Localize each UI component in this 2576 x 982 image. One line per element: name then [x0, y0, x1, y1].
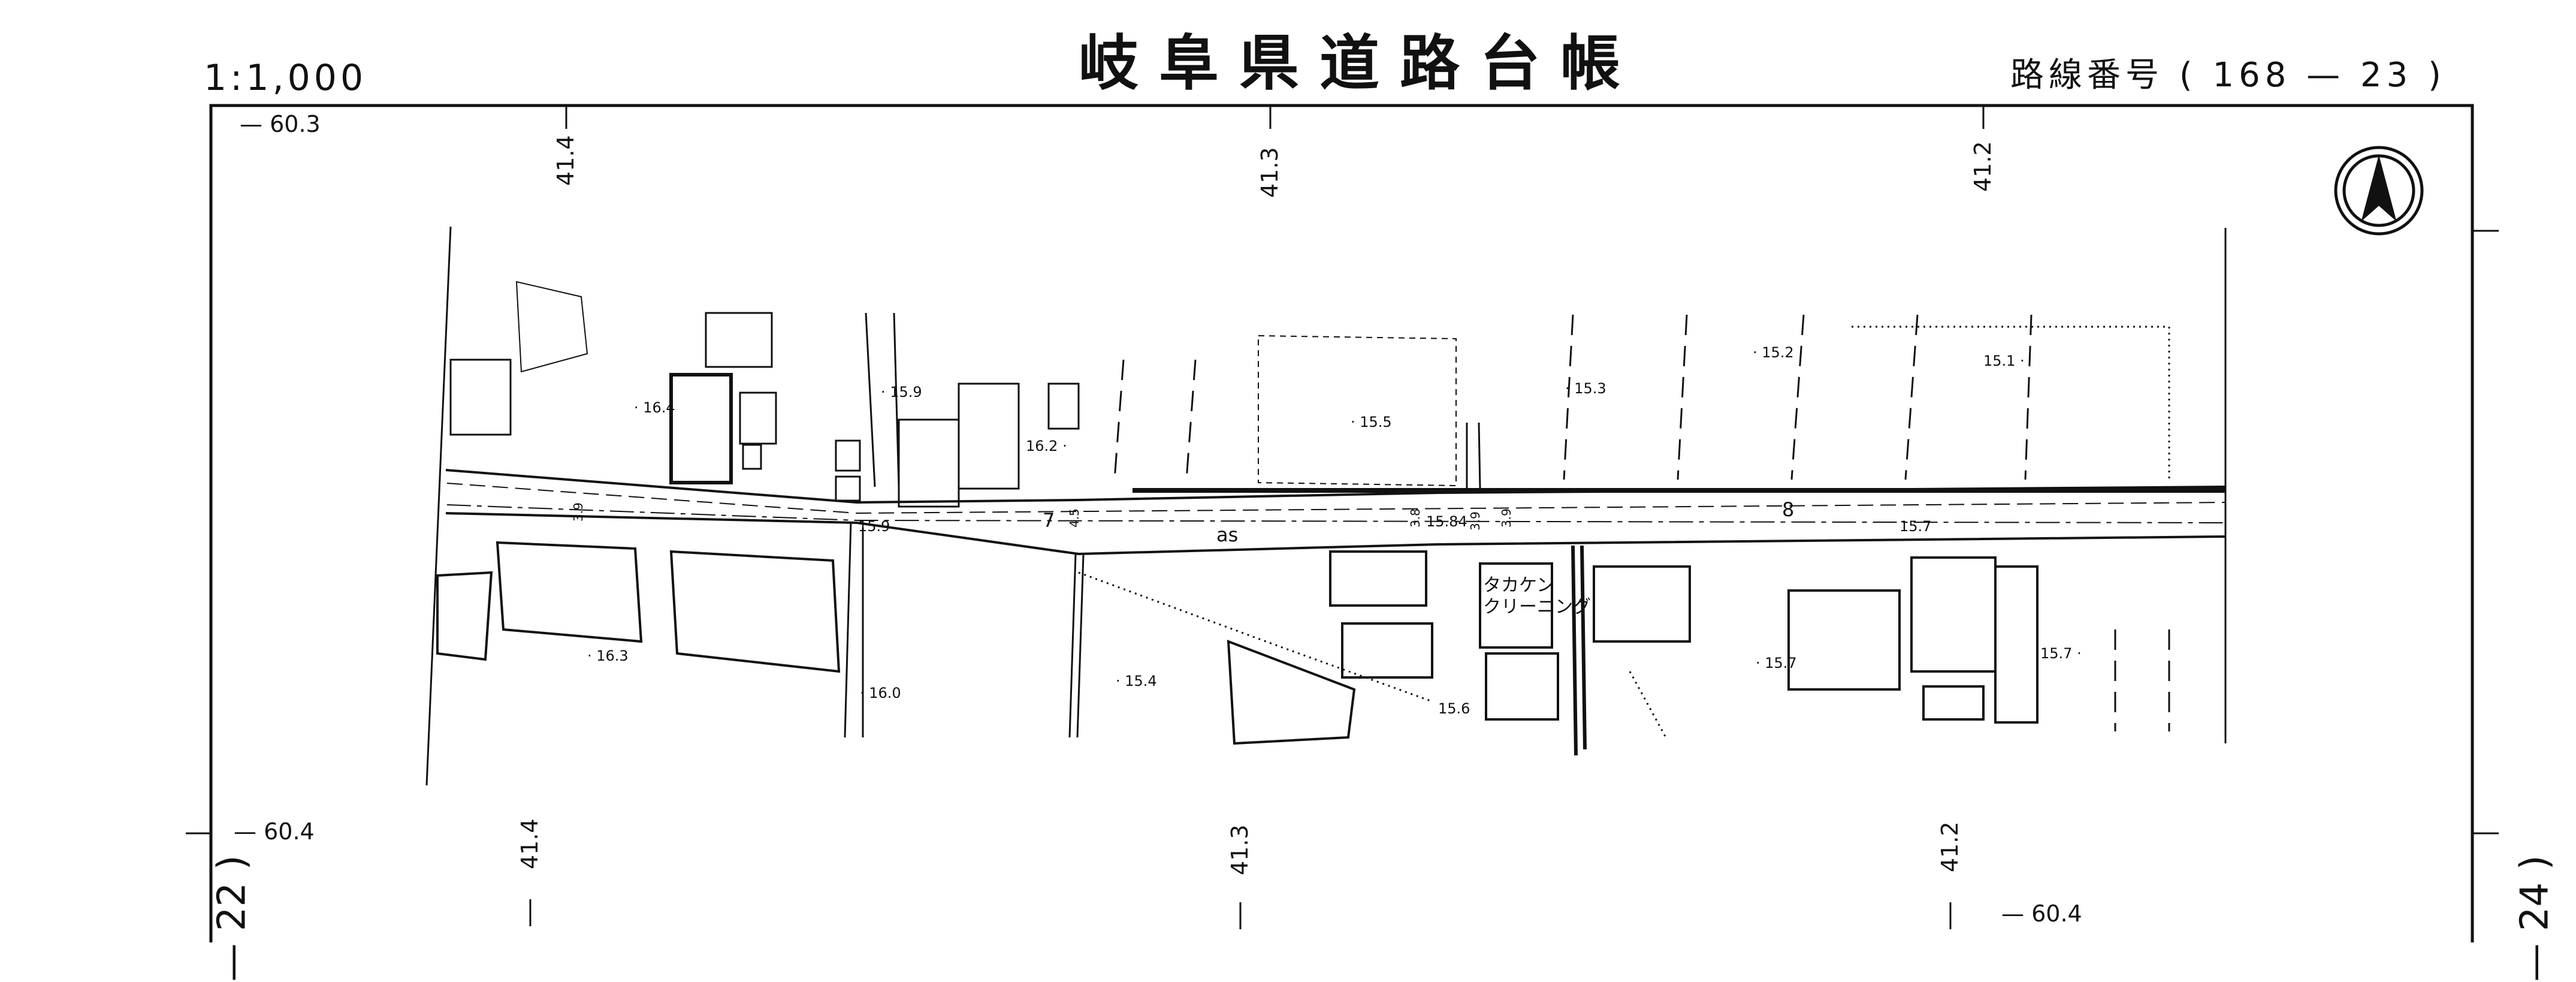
route-label: 路線番号	[2010, 56, 2164, 95]
spot-height: · 15.2	[1753, 344, 1794, 361]
spot-height: · 15.3	[1565, 380, 1606, 397]
spot-height: · 15.5	[1351, 414, 1392, 430]
lot-boundary	[1113, 314, 2170, 731]
building	[436, 541, 2039, 745]
fence	[1078, 326, 2170, 738]
shop-name-line-1: タカケン	[1483, 575, 1555, 596]
north-arrow-icon	[2334, 146, 2424, 236]
map-title: 岐阜県道路台帳	[1079, 28, 1641, 98]
road-ledger-sheet: 1:1,000 岐阜県道路台帳 路線番号 ( 168 — 23 ) — 60.3…	[186, 28, 2557, 982]
building	[449, 281, 1457, 508]
spot-height: · 15.7	[1756, 655, 1797, 671]
map-linework	[186, 104, 2499, 942]
road	[445, 469, 2226, 556]
spot-height: 16.2 ·	[1026, 438, 1067, 454]
spot-height: 15.1 ·	[1983, 353, 2025, 369]
spot-height: · 16.3	[587, 647, 629, 664]
spot-height: 15.7	[1899, 518, 1932, 535]
grid-label-bottom-right: — 60.4	[2001, 900, 2082, 927]
route-number: ( 168 — 23 )	[2179, 56, 2446, 95]
spot-height: 15.6	[1438, 700, 1470, 717]
spot-height: 15.7 ·	[2040, 645, 2082, 662]
map-boundary	[425, 226, 452, 786]
route-number-label: 路線番号 ( 168 — 23 )	[2010, 59, 2446, 92]
side-street	[844, 312, 1587, 756]
spot-height: · 15.4	[1116, 673, 1157, 689]
road-surface-label: as	[1216, 523, 1239, 546]
road-marker-8: 8	[1782, 498, 1795, 521]
grid-label-top-left: — 60.3	[240, 111, 321, 137]
map-frame	[209, 104, 2474, 942]
map-scale: 1:1,000	[204, 57, 367, 99]
grid-label-bottom-left: — 60.4	[234, 818, 315, 845]
